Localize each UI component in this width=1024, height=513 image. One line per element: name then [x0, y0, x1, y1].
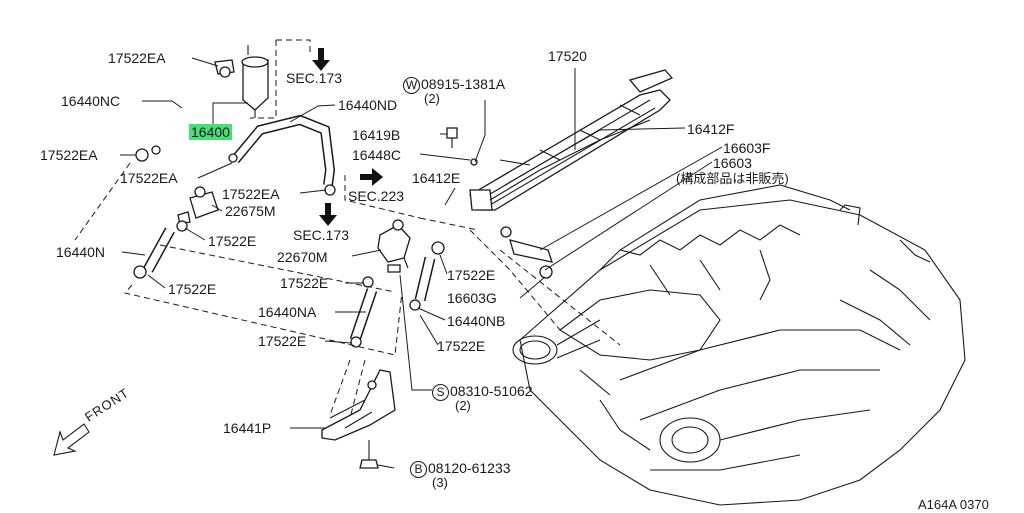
label-08310-qty: (2) [455, 398, 471, 413]
label-08915-qty: (2) [424, 91, 440, 106]
label-sec173-mid: SEC.173 [293, 227, 350, 243]
leader-lines [120, 57, 723, 469]
label-08120-qty: (3) [432, 475, 448, 490]
label-16448C: 16448C [352, 147, 402, 163]
label-16440NC: 16440NC [61, 93, 121, 109]
label-17522E-f: 17522E [437, 338, 486, 354]
label-17522E-c: 17522E [280, 275, 329, 291]
label-16441P: 16441P [223, 420, 272, 436]
diagram-reference-code: A164A 0370 [918, 497, 989, 512]
label-08120-number: 08120-61233 [428, 460, 511, 476]
label-17522EA-right: 17522EA [222, 186, 280, 202]
bolt-08310 [387, 264, 401, 273]
label-08915-number: 08915-1381A [421, 76, 506, 92]
engine-block-illustration [512, 184, 966, 506]
label-16419B: 16419B [352, 127, 401, 143]
label-16603G: 16603G [447, 290, 497, 306]
label-16440NA: 16440NA [258, 304, 317, 320]
hose-16440NA [349, 288, 378, 342]
solenoid-22670M [377, 219, 411, 269]
label-17522E-b: 17522E [168, 281, 217, 297]
bolt-symbol-icon: B [410, 461, 427, 478]
label-16440N: 16440N [56, 244, 106, 260]
bracket-16441P [321, 369, 396, 441]
washer-symbol-icon: W [403, 77, 420, 94]
bolt-16419B [446, 127, 458, 148]
label-16603F: 16603F [723, 140, 771, 156]
front-direction-arrow [53, 423, 90, 456]
hose-16440NB [414, 256, 436, 302]
label-17522EA-top: 17522EA [108, 50, 166, 66]
label-22670M: 22670M [277, 249, 328, 265]
sec-arrows [312, 48, 383, 226]
hose-clamps [133, 66, 478, 348]
label-16440ND: 16440ND [338, 97, 398, 113]
label-17522E-a: 17522E [208, 233, 257, 249]
hose-16440NC [142, 68, 218, 152]
dashed-guide-lines [74, 39, 621, 419]
label-16412E: 16412E [412, 170, 461, 186]
label-17522E-d: 17522E [258, 333, 307, 349]
label-16412F: 16412F [687, 121, 735, 137]
label-17520: 17520 [548, 48, 587, 64]
label-16400-highlighted[interactable]: 16400 [189, 124, 232, 140]
bolt-08120 [359, 440, 379, 469]
label-17522EA-mid: 17522EA [120, 170, 178, 186]
fuel-rail-17520 [469, 69, 674, 211]
label-08310-number: 08310-51062 [450, 383, 533, 399]
label-sec173-top: SEC.173 [286, 70, 343, 86]
hose-16440ND [231, 114, 336, 186]
label-16440NB: 16440NB [447, 313, 506, 329]
label-17522E-e: 17522E [447, 267, 496, 283]
label-16603: 16603 [713, 155, 752, 171]
label-17522EA-left: 17522EA [40, 147, 98, 163]
screw-symbol-icon: S [432, 384, 449, 401]
label-sec223: SEC.223 [348, 188, 405, 204]
label-22675M: 22675M [225, 203, 276, 219]
valve-22675M [177, 186, 219, 225]
label-16603-note: (構成部品は非販売) [676, 171, 789, 186]
hose-16440N [143, 227, 175, 273]
fuel-injector [500, 226, 553, 279]
fuel-filter-16400 [214, 45, 269, 118]
